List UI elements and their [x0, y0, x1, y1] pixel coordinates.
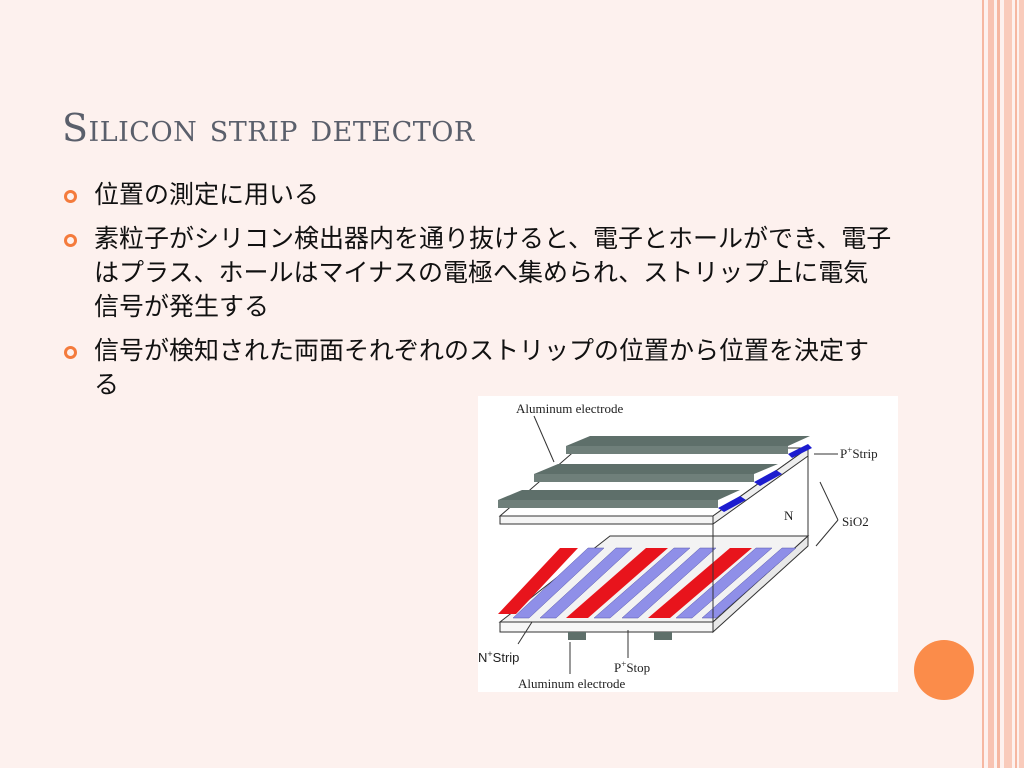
decor-stripe [982, 0, 984, 768]
bottom-strips [498, 547, 797, 619]
label-p-strip: P+Strip [840, 445, 878, 461]
detector-diagram-svg: Aluminum electrode P+Strip N SiO2 N+Stri… [478, 396, 898, 692]
decor-stripe [988, 0, 994, 768]
bullet-text: 信号が検知された両面それぞれのストリップの位置から位置を決定する [94, 336, 870, 399]
decor-stripe [1004, 0, 1012, 768]
label-aluminum-bottom: Aluminum electrode [518, 676, 625, 691]
bullet-text: 位置の測定に用いる [94, 180, 320, 209]
bullet-item: 信号が検知された両面それぞれのストリップの位置から位置を決定する [62, 334, 892, 402]
label-p-stop: P+Stop [614, 659, 650, 675]
decor-stripe [997, 0, 1000, 768]
bullet-icon [64, 346, 77, 359]
decor-circle [914, 640, 974, 700]
bullet-list: 位置の測定に用いる 素粒子がシリコン検出器内を通り抜けると、電子とホールができ、… [62, 178, 892, 412]
bullet-icon [64, 190, 77, 203]
slide-title: Silicon strip detector [62, 106, 475, 150]
top-electrodes [498, 436, 810, 508]
decor-stripe [1015, 0, 1017, 768]
label-sio2: SiO2 [842, 514, 869, 529]
detector-diagram: Aluminum electrode P+Strip N SiO2 N+Stri… [478, 396, 898, 692]
bullet-text: 素粒子がシリコン検出器内を通り抜けると、電子とホールができ、電子はプラス、ホール… [94, 224, 892, 321]
bullet-item: 位置の測定に用いる [62, 178, 892, 212]
label-aluminum-top: Aluminum electrode [516, 401, 623, 416]
bullet-icon [64, 234, 77, 247]
label-n-region: N [784, 508, 794, 523]
bullet-item: 素粒子がシリコン検出器内を通り抜けると、電子とホールができ、電子はプラス、ホール… [62, 222, 892, 324]
decor-stripe [1019, 0, 1024, 768]
label-n-strip: N+Strip [478, 649, 519, 665]
